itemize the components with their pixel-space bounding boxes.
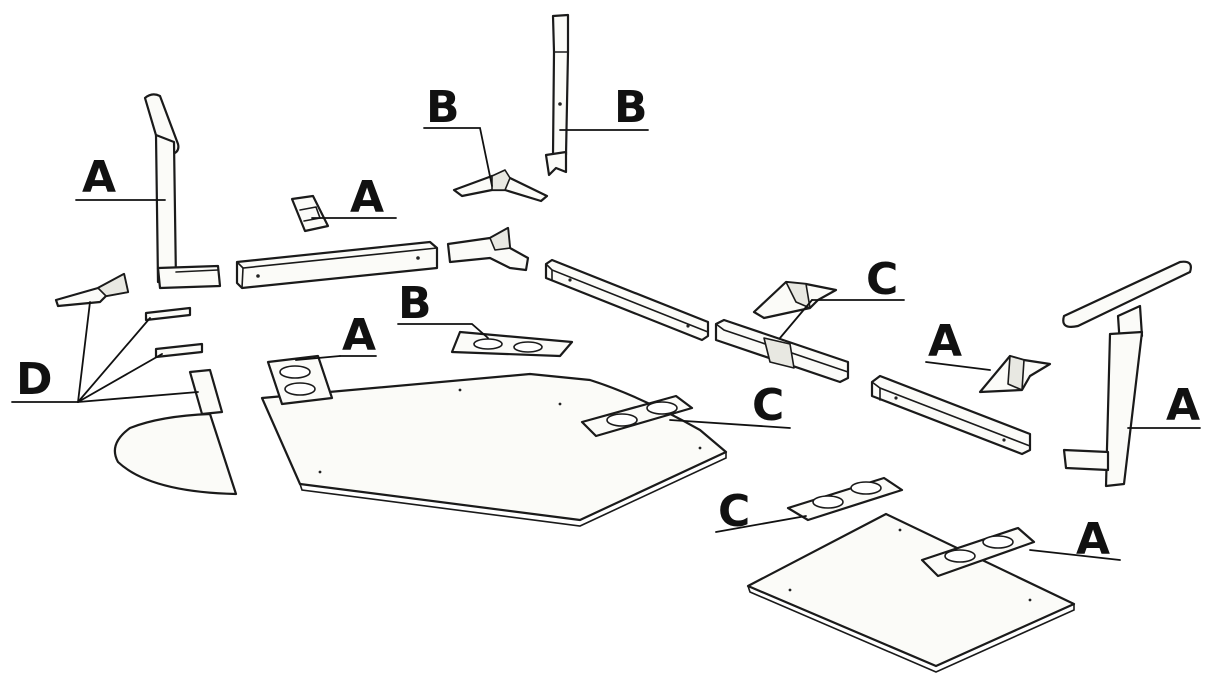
label-a-left-leg: A [82, 152, 116, 203]
left-rail-part [235, 240, 439, 290]
d-small-parts [54, 272, 224, 416]
left-leg-part [143, 93, 222, 290]
corner-bracket-c-part [752, 280, 838, 320]
plate-a-left [266, 354, 334, 406]
label-a-square-plate: A [1076, 514, 1110, 565]
middle-rail-part [544, 258, 710, 342]
label-a-right-leg: A [1166, 380, 1200, 431]
label-a-small-bracket: A [350, 172, 384, 223]
leader-lines [11, 127, 1201, 561]
corner-bracket-b-top-part [452, 169, 549, 203]
label-d-small-parts: D [16, 354, 53, 405]
corner-joint-part [446, 226, 530, 272]
center-post-part [544, 13, 570, 177]
label-c-desk-plate: C [752, 380, 784, 431]
quarter-desktop-part [113, 412, 238, 496]
right-leg-part [1062, 260, 1192, 488]
plate-b [450, 330, 574, 358]
label-b-plate: B [398, 278, 432, 329]
small-bracket-part [290, 194, 330, 233]
label-c-lower-plate: C [718, 486, 750, 537]
label-b-post: B [614, 82, 648, 133]
connector-rail-part [714, 318, 850, 384]
square-desktop-part [746, 512, 1076, 673]
right-rail-part [870, 374, 1032, 456]
label-a-right-bracket: A [928, 316, 962, 367]
label-c-corner-bracket: C [866, 254, 898, 305]
plate-a-right [920, 526, 1036, 578]
corner-bracket-a-right-part [978, 354, 1052, 394]
label-a-plate: A [342, 310, 376, 361]
label-b-corner-bracket: B [426, 82, 460, 133]
plate-c-desk [580, 394, 694, 438]
